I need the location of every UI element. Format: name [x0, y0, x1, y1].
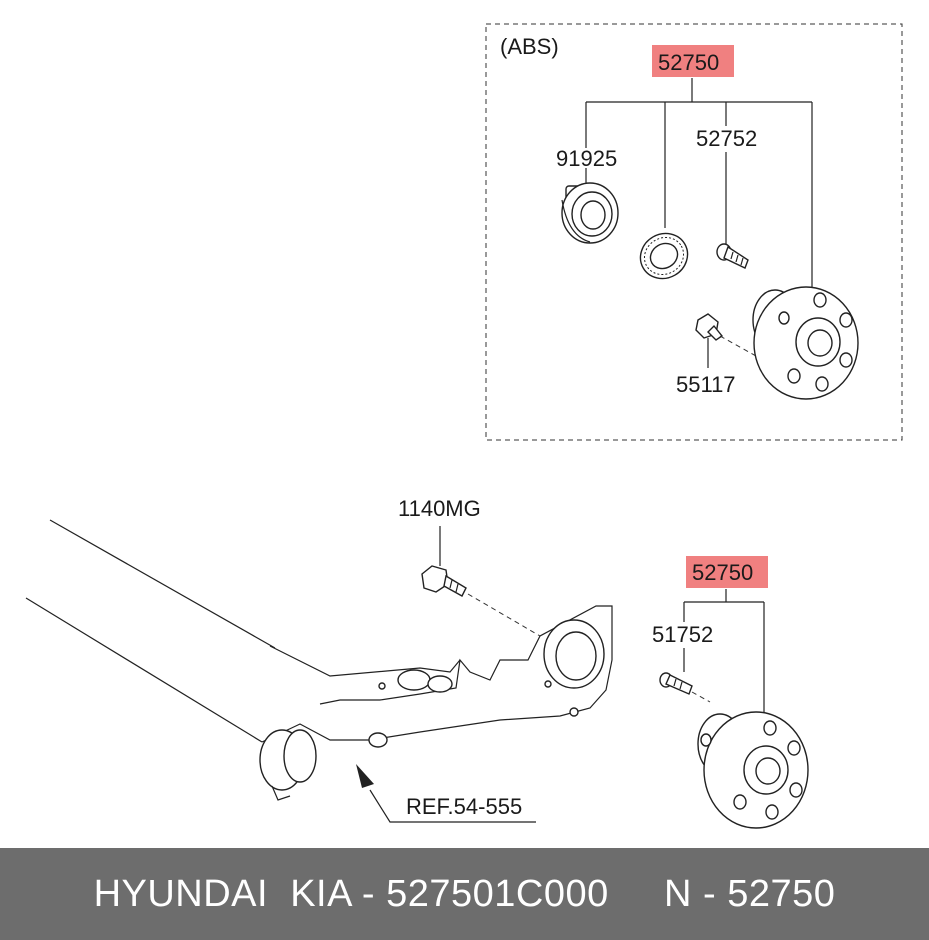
callout-mount-bolt-top[interactable]: 55117 [676, 372, 736, 397]
svg-text:52750: 52750 [658, 50, 719, 75]
tone-ring-part [639, 232, 689, 280]
callout-assy-top[interactable]: 52750 [652, 45, 734, 77]
abs-sensor-part [561, 168, 619, 244]
hub-assembly-top-part [752, 286, 859, 400]
svg-text:52750: 52750 [692, 560, 753, 585]
beam-bolt-part [421, 565, 541, 637]
hub-bolt-top-part [716, 243, 749, 269]
reference-arrow [356, 764, 536, 823]
callout-reference[interactable]: REF.54-555 [406, 794, 522, 819]
mount-bolt-top-part [695, 313, 757, 368]
callout-hub-bolt-bottom[interactable]: 51752 [652, 622, 713, 647]
callout-beam-bolt[interactable]: 1140MG [398, 496, 481, 521]
parts-diagram: (ABS) 52750 91925 52752 55117 [25, 23, 903, 829]
hub-assembly-bottom-part [697, 711, 809, 829]
hub-bolt-bottom-part [659, 672, 711, 703]
callout-assy-bottom[interactable]: 52750 [686, 556, 768, 588]
footer-bar: HYUNDAI KIA - 527501C000 N - 52750 [0, 848, 929, 940]
callout-hub-bolt-top[interactable]: 52752 [696, 126, 757, 151]
footer-part-number-text: HYUNDAI KIA - 527501C000 N - 52750 [93, 872, 836, 915]
callout-sensor[interactable]: 91925 [556, 146, 617, 171]
leader-tree-bottom [683, 589, 765, 712]
abs-group-box [485, 23, 903, 441]
abs-box-label: (ABS) [500, 34, 559, 59]
leader-tree-top [585, 78, 813, 292]
torsion-beam-axle-part [25, 519, 613, 801]
